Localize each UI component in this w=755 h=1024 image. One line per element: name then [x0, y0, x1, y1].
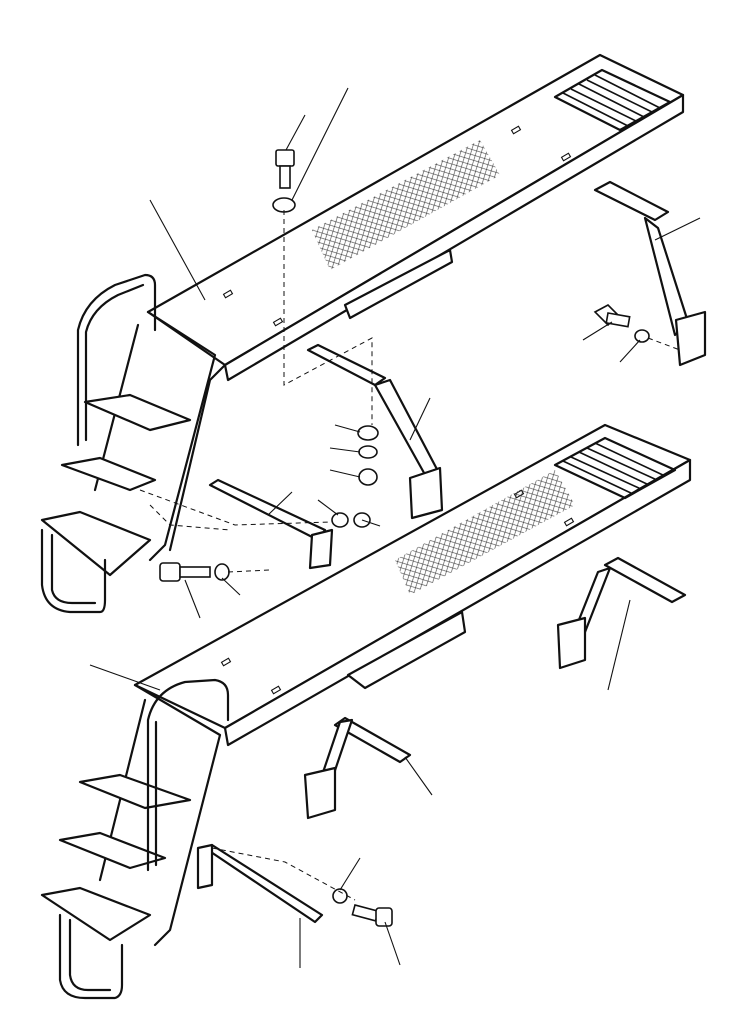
lower-left-bracket — [196, 843, 324, 924]
nut-pair-a — [331, 512, 349, 528]
upper-grating — [553, 68, 672, 132]
lower-center-bracket — [303, 716, 412, 820]
lower-walkway — [40, 423, 692, 1000]
lower-right-bracket — [556, 556, 687, 670]
nut-right — [634, 329, 650, 343]
upper-non-slip-mesh — [312, 140, 500, 270]
upper-right-bracket — [593, 180, 707, 367]
assembly-lines — [139, 210, 681, 901]
washer-left — [214, 563, 230, 581]
upper-stair — [40, 273, 227, 614]
bolt — [275, 149, 295, 189]
upper-deck-side — [223, 93, 685, 382]
bolt-right — [593, 304, 631, 328]
lower-non-slip-mesh — [395, 470, 575, 595]
upper-underside-box — [343, 248, 454, 320]
lower-grating — [553, 436, 677, 500]
lower-underside-box — [346, 610, 467, 690]
nut-bottom — [332, 888, 348, 904]
lock-washer-center — [358, 445, 378, 459]
lower-deck-side — [223, 458, 692, 747]
bolt-bottom — [351, 904, 393, 927]
leader-lines — [89, 87, 701, 968]
lower-stair — [40, 678, 230, 1000]
upper-center-bracket — [306, 343, 444, 520]
upper-deck-slots — [222, 125, 572, 327]
bolt-left — [159, 562, 211, 582]
upper-left-bracket — [208, 478, 334, 570]
flat-washer — [357, 425, 379, 441]
lock-washer — [272, 197, 296, 213]
nut — [358, 468, 378, 486]
upper-walkway — [40, 53, 685, 614]
